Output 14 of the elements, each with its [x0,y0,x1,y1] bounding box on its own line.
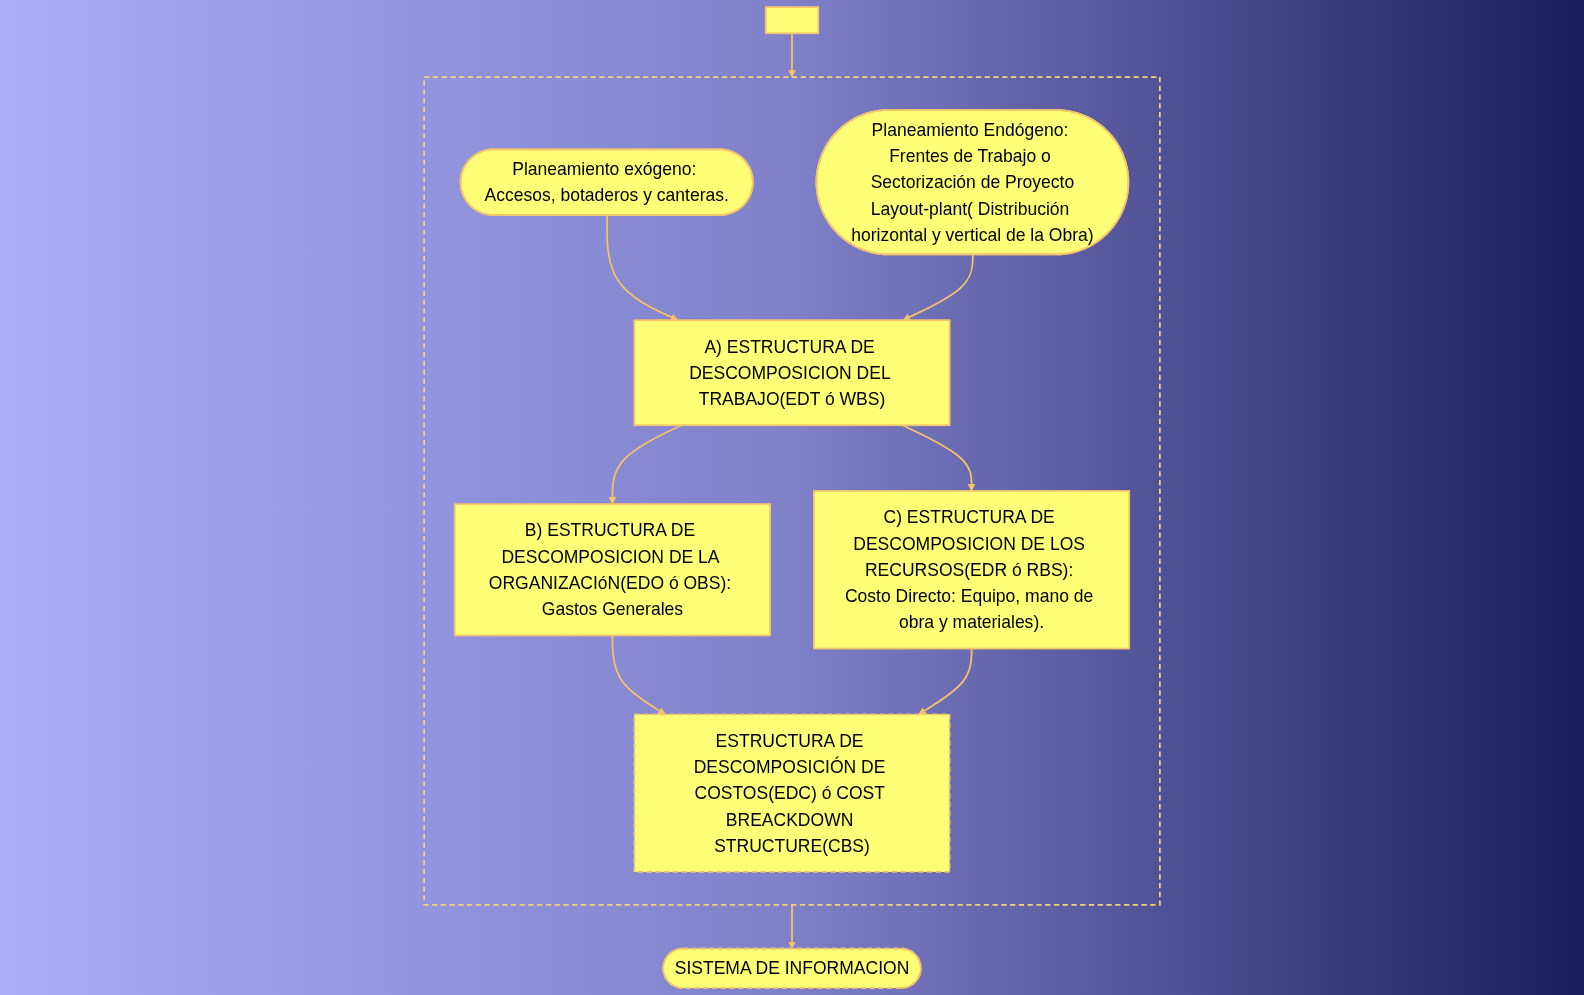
node-box: B) ESTRUCTURA DE DESCOMPOSICION DE LA ORGANIZACIóN(EDO ó OBS): Gastos Generales [453,503,771,637]
node-box: C) ESTRUCTURA DE DESCOMPOSICION DE LOS RECURSOS(EDR ó RBS): Costo Directo: Equipo, mano de obra y materiales). [813,490,1131,650]
arrow [788,903,796,949]
arrow [611,634,666,715]
arrow [788,32,796,78]
node-box: ESTRUCTURA DE DESCOMPOSICIÓN DE COSTOS(EDC) ó COST BREACKDOWN STRUCTURE(CBS) [633,713,951,873]
arrow [902,254,974,321]
node-box: A) ESTRUCTURA DE DESCOMPOSICION DEL TRABAJO(EDT ó WBS) [633,319,951,427]
arrow [918,647,973,715]
arrow [606,214,679,321]
cluster [423,76,1161,906]
node-box [764,6,820,35]
arrow [901,424,976,492]
arrow [608,424,683,505]
